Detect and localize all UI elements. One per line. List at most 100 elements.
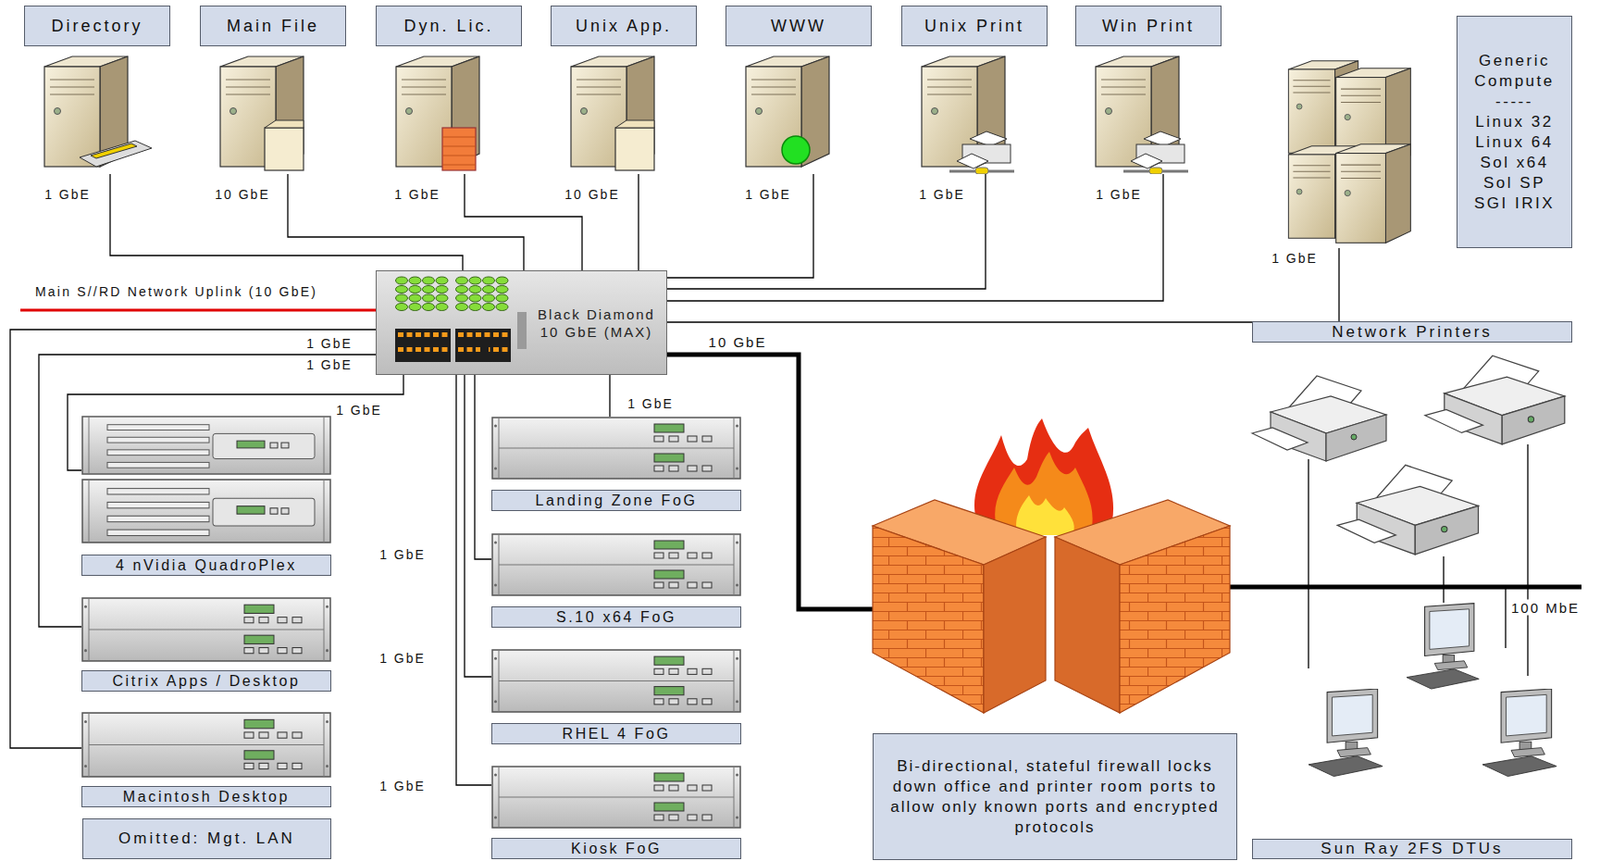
switch-ports [409, 285, 422, 294]
rack-unit [492, 533, 741, 596]
link-speed: 1 GbE [304, 335, 355, 351]
link-speed: 1 GbE [743, 186, 794, 202]
link-speed: 1 GbE [304, 357, 355, 373]
rack-unit [82, 597, 331, 661]
network-link [667, 173, 986, 289]
link-speed: 10 GbE [212, 186, 272, 202]
license-symbol [442, 127, 476, 171]
switch-ports [397, 347, 404, 352]
rack-label: Landing Zone FoG [491, 489, 742, 511]
switch-ports [424, 347, 431, 352]
group-title: Generic Compute [1457, 50, 1572, 92]
network-link [464, 374, 492, 677]
switch-ports [396, 294, 409, 302]
switch-ports [396, 276, 409, 285]
rack-server: S.10 x64 FoG [491, 533, 742, 628]
network-link [38, 354, 376, 627]
network-link [608, 374, 610, 417]
server: Win Print [1075, 5, 1222, 174]
license-symbol [442, 136, 476, 165]
server-icon [912, 53, 1037, 174]
network-link [667, 248, 1340, 323]
rack-server: RHEL 4 FoG [491, 648, 742, 745]
rack-unit [491, 765, 742, 829]
link-speed: 1 GbE [625, 396, 676, 411]
server-icon [736, 53, 861, 174]
rack-unit [81, 415, 332, 544]
rack-label: Macintosh Desktop [81, 785, 332, 807]
switch-ports [517, 311, 527, 349]
folder-symbol [615, 127, 655, 171]
group-label: Sun Ray 2FS DTUs [1252, 838, 1573, 859]
server: Dyn. Lic. [375, 5, 522, 174]
link-speed: 1 GbE [917, 186, 968, 202]
rack-unit [81, 711, 332, 778]
server: Unix Print [901, 5, 1048, 174]
server-icon [1086, 53, 1211, 174]
rack-server: Macintosh Desktop [81, 711, 332, 807]
switch-ports [469, 285, 482, 294]
rack-label: S.10 x64 FoG [491, 606, 742, 628]
switch-ports [435, 276, 448, 285]
server: Main File [199, 5, 347, 174]
folder-symbol [264, 127, 304, 171]
printer-symbols [1252, 355, 1565, 555]
server-label: Main File [199, 5, 347, 47]
switch-ports [469, 276, 482, 285]
switch-ports [483, 276, 496, 285]
card-symbol [79, 140, 152, 167]
rack-server: Kiosk FoG [491, 765, 742, 859]
rack-unit [82, 712, 331, 777]
switch-ports [435, 285, 448, 294]
rack-unit [491, 416, 742, 480]
rack-label: RHEL 4 FoG [491, 722, 742, 745]
network-link [110, 173, 463, 271]
switch-ports [415, 332, 422, 337]
switch-ports [502, 332, 509, 337]
os-name: SGI IRIX [1474, 193, 1555, 214]
switch-ports [483, 294, 496, 302]
switch-ports [422, 285, 435, 294]
note-box: Omitted: Mgt. LAN [82, 818, 332, 859]
link-speed: 100 MbE [1509, 599, 1582, 616]
web-symbol [781, 136, 810, 164]
rack-label: Kiosk FoG [491, 837, 742, 859]
os-name: Linux 64 [1475, 132, 1553, 153]
office-bus [1229, 444, 1582, 676]
switch-ports [483, 285, 496, 294]
server-stack-icon [1336, 144, 1412, 244]
server-icon [386, 53, 511, 174]
switch-ports [475, 332, 482, 337]
switch-ports [409, 276, 422, 285]
server: WWW [725, 5, 872, 174]
switch-ports [424, 332, 431, 337]
group-title: Sun Ray 2FS DTUs [1320, 839, 1503, 858]
note-text: Bi-directional, stateful firewall locks … [886, 756, 1224, 838]
switch-ports [422, 303, 435, 311]
os-name: Sol SP [1483, 173, 1546, 194]
card-symbol [79, 140, 152, 167]
server-icon [35, 53, 160, 174]
server-icon [210, 53, 335, 174]
switch-ports [433, 332, 439, 337]
uplink-label: Main S//RD Network Uplink (10 GbE) [33, 284, 320, 299]
note-box: Bi-directional, stateful firewall locks … [872, 732, 1238, 860]
server-label: Unix App. [550, 5, 697, 47]
group-label: Network Printers [1252, 321, 1573, 343]
switch-ports [469, 303, 482, 311]
server-label: Dyn. Lic. [375, 5, 522, 47]
link-speed: 1 GbE [377, 546, 428, 562]
server-label: WWW [725, 5, 872, 47]
switch-ports [458, 347, 464, 352]
switch-ports [407, 332, 413, 337]
rack-unit [82, 479, 331, 543]
switch-ports [415, 347, 422, 352]
uplink-line [20, 310, 378, 311]
rack-server: 4 nVidia QuadroPlex [81, 415, 332, 576]
link-speed: 1 GbE [392, 186, 443, 202]
switch-ports [422, 294, 435, 302]
switch-ports [433, 347, 439, 352]
os-list-box: Generic Compute-----Linux 32Linux 64Sol … [1456, 15, 1573, 249]
